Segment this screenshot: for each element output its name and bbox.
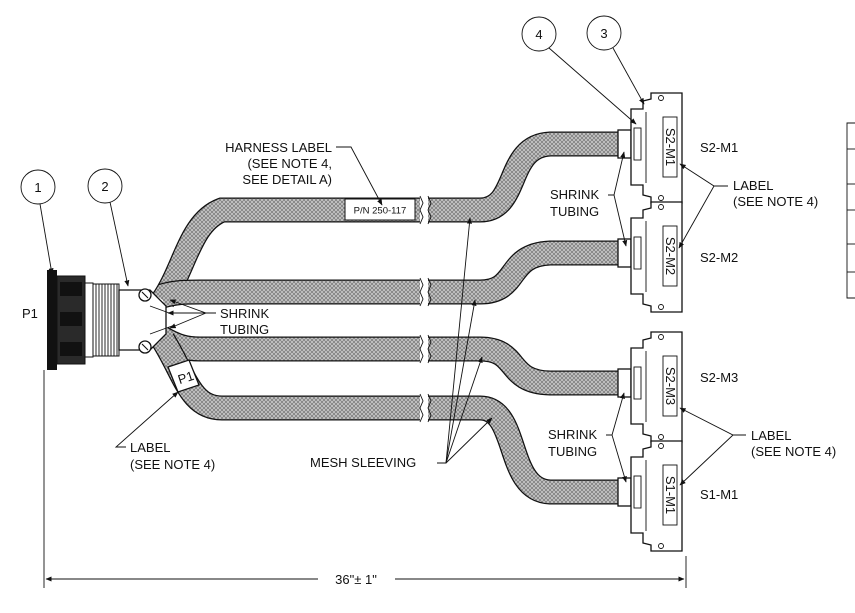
svg-text:SEE DETAIL A): SEE DETAIL A) xyxy=(242,172,332,187)
svg-text:S1-M1: S1-M1 xyxy=(663,476,678,514)
item-balloon-2: 2 xyxy=(87,168,130,287)
svg-text:S2-M3: S2-M3 xyxy=(663,367,678,405)
item-balloon-3: 3 xyxy=(586,15,645,105)
connector-name-s2-m3: S2-M3 xyxy=(700,370,738,385)
callout-harness-label: HARNESS LABEL (SEE NOTE 4, SEE DETAIL A) xyxy=(225,140,383,206)
svg-text:(SEE NOTE 4,: (SEE NOTE 4, xyxy=(247,156,332,171)
svg-text:TUBING: TUBING xyxy=(548,444,597,459)
svg-text:SHRINK: SHRINK xyxy=(548,427,597,442)
connector-name-p1: P1 xyxy=(22,306,38,321)
svg-text:2: 2 xyxy=(101,179,108,194)
overall-length-dimension: 36"± 1" xyxy=(43,370,687,588)
callout-label-upper: LABEL (SEE NOTE 4) xyxy=(678,163,818,249)
item-balloon-1: 1 xyxy=(20,169,56,275)
callout-shrink-tubing-upper: SHRINK TUBING xyxy=(550,151,628,247)
svg-text:S2-M2: S2-M2 xyxy=(663,237,678,275)
svg-text:SHRINK: SHRINK xyxy=(220,306,269,321)
svg-text:1: 1 xyxy=(34,180,41,195)
harness-label-tag: P/N 250-117 xyxy=(344,198,416,221)
connector-name-s2-m1: S2-M1 xyxy=(700,140,738,155)
partial-table-edge xyxy=(846,122,855,299)
svg-text:P1: P1 xyxy=(176,368,196,387)
callout-mesh-sleeving: MESH SLEEVING xyxy=(310,217,493,470)
callout-shrink-tubing-p1: SHRINK TUBING xyxy=(167,299,269,337)
connector-s2-m2: S2-M2 xyxy=(617,201,683,313)
cable-branch-s2-m1 xyxy=(152,131,618,308)
svg-text:(SEE NOTE 4): (SEE NOTE 4) xyxy=(130,457,215,472)
svg-text:4: 4 xyxy=(535,27,542,42)
connector-s1-m1: S1-M1 xyxy=(617,440,683,552)
svg-text:LABEL: LABEL xyxy=(130,440,170,455)
connector-name-s1-m1: S1-M1 xyxy=(700,487,738,502)
callout-shrink-tubing-lower: SHRINK TUBING xyxy=(548,392,627,483)
p1-connector xyxy=(47,270,173,370)
svg-text:P/N 250-117: P/N 250-117 xyxy=(354,206,407,217)
callout-label-lower: LABEL (SEE NOTE 4) xyxy=(679,407,836,486)
connector-s2-m1: S2-M1 xyxy=(617,92,683,204)
svg-text:3: 3 xyxy=(600,26,607,41)
svg-text:HARNESS LABEL: HARNESS LABEL xyxy=(225,140,332,155)
svg-text:SHRINK: SHRINK xyxy=(550,187,599,202)
p1-label-flag: P1 xyxy=(167,359,200,393)
svg-text:TUBING: TUBING xyxy=(220,322,269,337)
callout-label-p1: LABEL (SEE NOTE 4) xyxy=(114,391,215,472)
item-balloon-4: 4 xyxy=(521,16,637,125)
svg-text:(SEE NOTE 4): (SEE NOTE 4) xyxy=(733,194,818,209)
cable-break-symbols xyxy=(419,195,432,423)
connector-name-s2-m2: S2-M2 xyxy=(700,250,738,265)
connector-s2-m3: S2-M3 xyxy=(617,331,683,443)
svg-text:36"± 1": 36"± 1" xyxy=(335,572,377,587)
svg-text:S2-M1: S2-M1 xyxy=(663,128,678,166)
svg-text:(SEE NOTE 4): (SEE NOTE 4) xyxy=(751,444,836,459)
svg-text:TUBING: TUBING xyxy=(550,204,599,219)
p1-knurled-ring xyxy=(92,283,120,357)
svg-text:LABEL: LABEL xyxy=(733,178,773,193)
svg-text:LABEL: LABEL xyxy=(751,428,791,443)
svg-text:MESH SLEEVING: MESH SLEEVING xyxy=(310,455,416,470)
